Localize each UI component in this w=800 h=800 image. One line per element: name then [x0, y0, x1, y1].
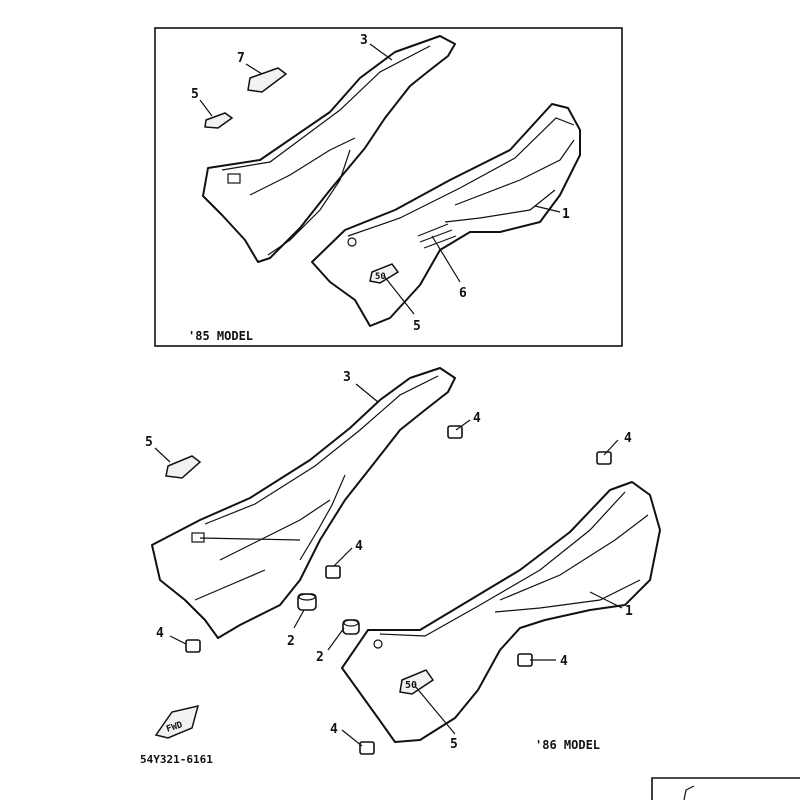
emblem-5-85-left — [204, 112, 234, 129]
callout-4-86-e: 4 — [560, 654, 568, 669]
emblem-5-86-left — [165, 455, 202, 479]
decal-7-85 — [247, 67, 288, 93]
fwd-label: FWD — [165, 720, 184, 735]
emblem-50-85: 50 — [369, 263, 400, 284]
callout-2-86-right: 2 — [316, 650, 324, 665]
callout-5-86-left: 5 — [145, 435, 153, 450]
grommet-2-86-right — [342, 619, 360, 635]
callout-4-86-a: 4 — [473, 411, 481, 426]
page-corner-box — [651, 777, 800, 800]
callout-5-85-left: 5 — [191, 87, 199, 102]
callout-1-86: 1 — [625, 604, 633, 619]
callout-4-86-b: 4 — [624, 431, 632, 446]
leader-lines-85 — [199, 43, 561, 315]
callout-6-85: 6 — [459, 286, 467, 301]
callout-4-86-d: 4 — [156, 626, 164, 641]
nut-4-f — [359, 741, 375, 755]
grommet-2-86-left — [297, 593, 317, 611]
part-code: 54Y321-6161 — [140, 753, 213, 766]
side-cover-right-86 — [341, 481, 661, 743]
stripe-decal-6-85 — [417, 223, 457, 249]
side-cover-left-86 — [151, 367, 456, 639]
model-85-frame — [154, 27, 623, 347]
model-86-label: '86 MODEL — [535, 738, 600, 752]
emblem-50-85-text: 50 — [375, 272, 386, 282]
nut-4-b — [596, 451, 612, 465]
side-cover-left-85 — [202, 35, 456, 263]
model-85-label: '85 MODEL — [188, 329, 253, 343]
emblem-50-86: 50 — [399, 669, 435, 695]
nut-4-d — [185, 639, 201, 653]
callout-3-86: 3 — [343, 370, 351, 385]
emblem-50-86-text: 50 — [405, 680, 417, 691]
callout-7-85: 7 — [237, 51, 245, 66]
callout-2-86-left: 2 — [287, 634, 295, 649]
callout-1-85: 1 — [562, 207, 570, 222]
nut-4-e — [517, 653, 533, 667]
callout-5-85-right: 5 — [413, 319, 421, 334]
callout-4-86-c: 4 — [355, 539, 363, 554]
nut-4-a — [447, 425, 463, 439]
callout-3-85: 3 — [360, 33, 368, 48]
callout-4-86-f: 4 — [330, 722, 338, 737]
leader-lines-86 — [154, 383, 623, 747]
callout-5-86-right: 5 — [450, 737, 458, 752]
nut-4-c — [325, 565, 341, 579]
fwd-arrow-icon: FWD — [154, 704, 200, 739]
